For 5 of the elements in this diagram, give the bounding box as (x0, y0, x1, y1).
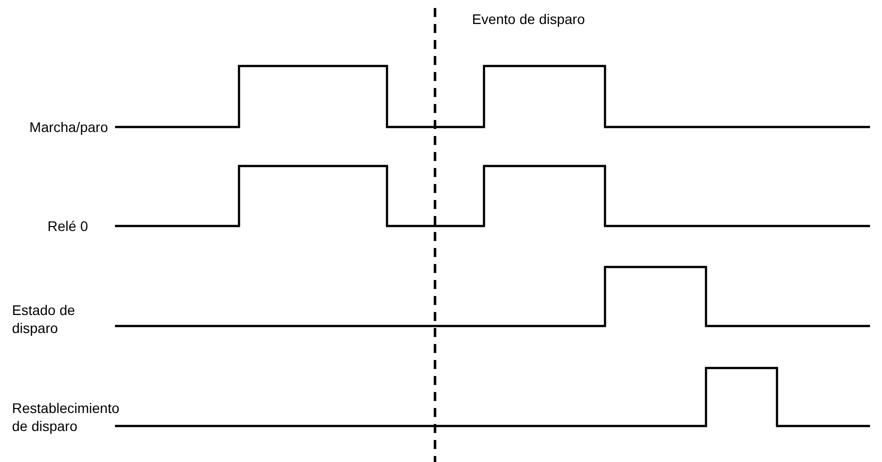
signal-name: Restablecimiento de disparo (12, 399, 120, 435)
signal-name: Estado de disparo (12, 301, 76, 337)
trigger-label: Evento de disparo (472, 10, 586, 28)
signal-name: Relé 0 (46, 217, 88, 235)
signal-name: Marcha/paro (28, 118, 108, 136)
